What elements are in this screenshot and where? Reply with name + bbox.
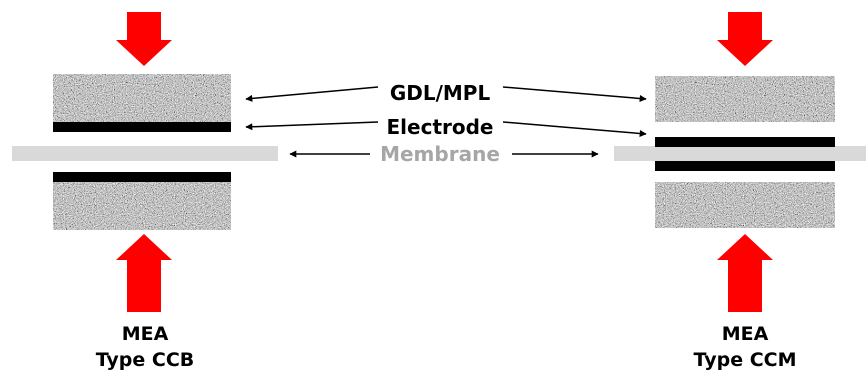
press-arrow-up-icon — [116, 234, 172, 312]
pointer-arrow-icon — [245, 121, 379, 131]
electrode-layer-bottom — [655, 161, 835, 171]
assembly-ccm: MEA Type CCM — [614, 12, 866, 371]
press-arrow-up-icon — [717, 234, 773, 312]
press-arrow-down-icon — [717, 12, 773, 66]
assembly-title: MEA — [722, 323, 769, 345]
membrane-layer — [12, 146, 278, 161]
layer-labels: GDL/MPL Electrode Membrane — [245, 81, 647, 166]
electrode-layer-top — [53, 122, 231, 132]
gdl-layer-bottom — [655, 182, 835, 228]
label-membrane: Membrane — [380, 142, 500, 166]
electrode-layer-top — [655, 137, 835, 147]
electrode-layer-bottom — [53, 172, 231, 182]
gdl-layer-top — [655, 76, 835, 122]
assembly-ccb: MEA Type CCB — [12, 12, 278, 371]
assembly-type: Type CCB — [96, 349, 195, 371]
assembly-type: Type CCM — [694, 349, 797, 371]
pointer-arrow-icon — [502, 121, 647, 137]
gdl-layer-top — [53, 74, 231, 122]
gdl-layer-bottom — [53, 182, 231, 230]
press-arrow-down-icon — [116, 12, 172, 66]
pointer-arrow-icon — [502, 86, 647, 102]
pointer-arrow-icon — [245, 86, 379, 102]
assembly-title: MEA — [122, 323, 169, 345]
label-electrode: Electrode — [387, 115, 494, 139]
label-gdl-mpl: GDL/MPL — [390, 81, 491, 105]
membrane-layer — [614, 146, 866, 161]
